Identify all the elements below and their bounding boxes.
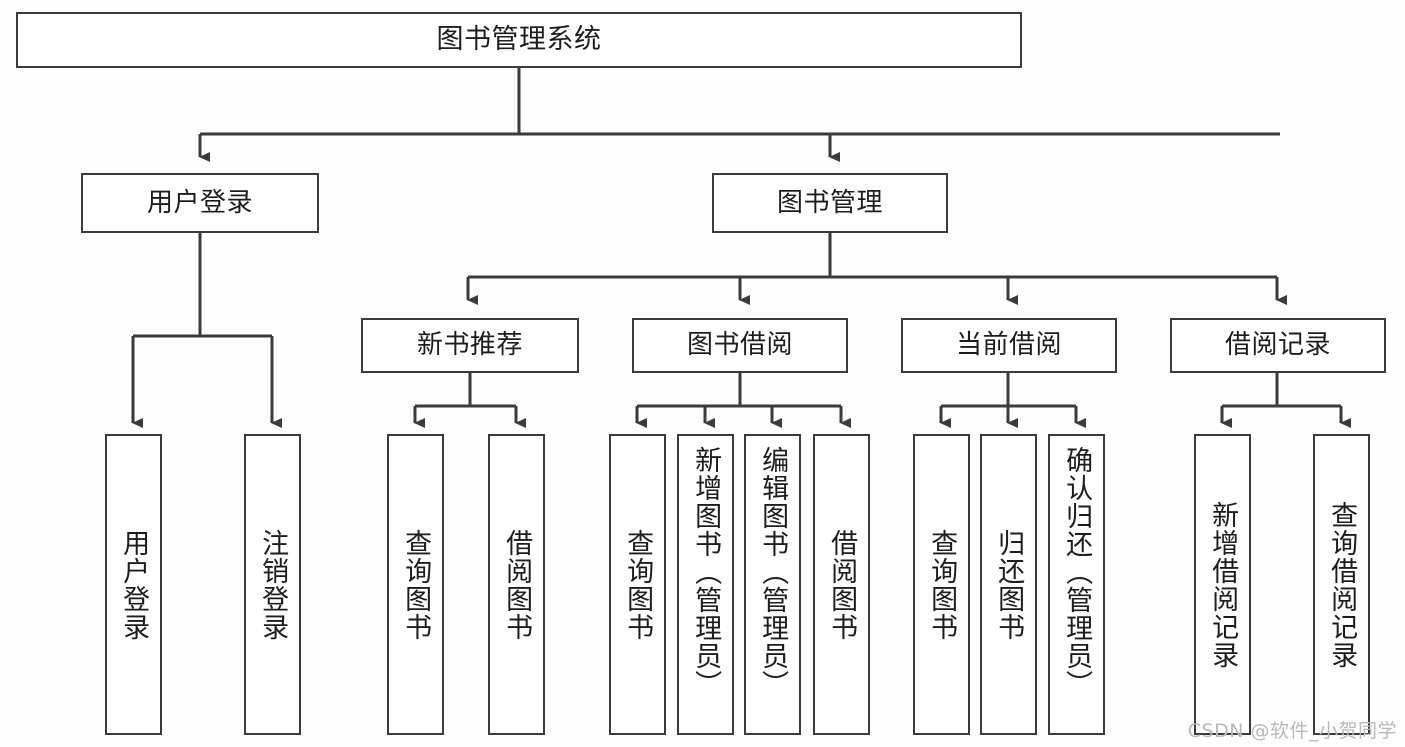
leaf-current-return-book[interactable]: 归还图书 bbox=[980, 434, 1037, 735]
node-label: 新增借阅记录 bbox=[1207, 500, 1239, 669]
node-label: 查询图书 bbox=[400, 528, 432, 641]
leaf-borrow-edit-book-admin[interactable]: 编辑图书（管理员） bbox=[744, 434, 801, 735]
leaf-borrow-borrow-book[interactable]: 借阅图书 bbox=[813, 434, 870, 735]
leaf-recommend-query-book[interactable]: 查询图书 bbox=[387, 434, 444, 735]
node-label: 图书借阅 bbox=[686, 330, 793, 361]
node-label: 借阅图书 bbox=[501, 528, 533, 641]
node-label: 归还图书 bbox=[993, 528, 1025, 641]
leaf-user-login-logout[interactable]: 注销登录 bbox=[244, 434, 301, 735]
leaf-current-query-book[interactable]: 查询图书 bbox=[913, 434, 970, 735]
node-label: 当前借阅 bbox=[955, 330, 1062, 361]
node-label: 新增图书（管理员） bbox=[690, 446, 722, 698]
node-user-login[interactable]: 用户登录 bbox=[81, 173, 319, 233]
node-new-book-recommend[interactable]: 新书推荐 bbox=[361, 318, 579, 373]
node-label: 借阅图书 bbox=[826, 528, 858, 641]
leaf-recommend-borrow-book[interactable]: 借阅图书 bbox=[488, 434, 545, 735]
node-label: 查询图书 bbox=[926, 528, 958, 641]
node-label: 确认归还（管理员） bbox=[1061, 446, 1093, 698]
node-label: 图书管理系统 bbox=[436, 24, 602, 56]
node-book-management[interactable]: 图书管理 bbox=[712, 173, 948, 233]
node-borrow-record[interactable]: 借阅记录 bbox=[1170, 318, 1386, 373]
csdn-watermark: CSDN @软件_小贺同学 bbox=[1187, 720, 1397, 742]
node-label: 借阅记录 bbox=[1224, 330, 1331, 361]
node-label: 注销登录 bbox=[257, 528, 289, 641]
leaf-user-login-login[interactable]: 用户登录 bbox=[105, 434, 162, 735]
node-label: 编辑图书（管理员） bbox=[757, 446, 789, 698]
node-root-system[interactable]: 图书管理系统 bbox=[16, 12, 1022, 68]
leaf-current-confirm-return-admin[interactable]: 确认归还（管理员） bbox=[1048, 434, 1105, 735]
node-label: 用户登录 bbox=[146, 187, 253, 218]
leaf-record-query-record[interactable]: 查询借阅记录 bbox=[1313, 434, 1370, 735]
leaf-borrow-query-book[interactable]: 查询图书 bbox=[609, 434, 666, 735]
node-book-borrow[interactable]: 图书借阅 bbox=[632, 318, 848, 373]
node-label: 查询图书 bbox=[622, 528, 654, 641]
node-label: 图书管理 bbox=[776, 187, 883, 218]
leaf-record-add-record[interactable]: 新增借阅记录 bbox=[1194, 434, 1251, 735]
node-label: 新书推荐 bbox=[416, 330, 523, 361]
node-label: 用户登录 bbox=[118, 528, 150, 641]
leaf-borrow-add-book-admin[interactable]: 新增图书（管理员） bbox=[677, 434, 734, 735]
node-label: 查询借阅记录 bbox=[1326, 500, 1358, 669]
node-current-borrow[interactable]: 当前借阅 bbox=[901, 318, 1117, 373]
